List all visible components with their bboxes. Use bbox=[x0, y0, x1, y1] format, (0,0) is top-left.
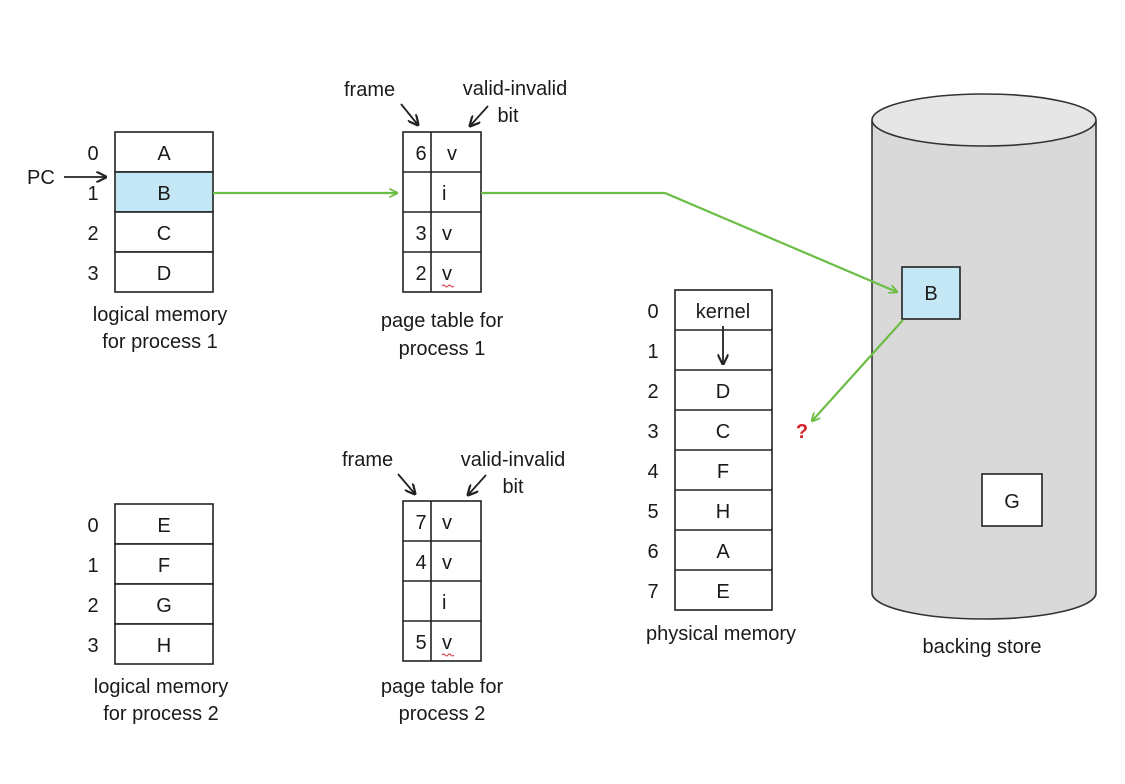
cylinder-body bbox=[871, 120, 1097, 620]
page-table-caption: process 2 bbox=[399, 703, 486, 725]
backing-page-g bbox=[981, 473, 1043, 527]
valid-bit: v bbox=[442, 223, 452, 245]
valid-invalid-header: valid-invalid bbox=[461, 449, 566, 471]
frame-index: 1 bbox=[647, 341, 658, 363]
frame-index: 2 bbox=[647, 381, 658, 403]
valid-bit: i bbox=[442, 592, 446, 614]
logical-memory-caption: for process 1 bbox=[102, 331, 218, 353]
frame-number: 4 bbox=[415, 552, 426, 574]
logical-page-label: H bbox=[157, 635, 171, 657]
valid-bit: v bbox=[447, 143, 457, 165]
frame-header-arrow bbox=[400, 103, 418, 125]
frame-header: frame bbox=[344, 79, 395, 101]
logical-page-cell bbox=[114, 503, 214, 545]
frame-number: 3 bbox=[415, 223, 426, 245]
page-table-caption: page table for bbox=[381, 310, 504, 332]
pc-label: PC bbox=[27, 167, 55, 189]
physical-memory-caption: physical memory bbox=[646, 623, 796, 645]
logical-page-label: B bbox=[157, 183, 170, 205]
frame-index: 5 bbox=[647, 501, 658, 523]
frame-content: H bbox=[716, 501, 730, 523]
valid-bit: v bbox=[442, 263, 452, 285]
frame-content: C bbox=[716, 421, 730, 443]
page-table-process-2: 7 4 5 v v i v frame valid-invalid bit pa… bbox=[342, 449, 565, 725]
cylinder-top bbox=[871, 93, 1097, 147]
valid-bit-header-arrow bbox=[468, 474, 487, 495]
logical-memory-process-1: A B C D 0 1 2 3 PC logical memory for pr… bbox=[27, 131, 227, 353]
valid-invalid-header: bit bbox=[497, 105, 519, 127]
page-index: 0 bbox=[87, 143, 98, 165]
logical-page-label: G bbox=[156, 595, 172, 617]
logical-memory-caption: logical memory bbox=[93, 304, 227, 326]
frame-number: 6 bbox=[415, 143, 426, 165]
page-index: 2 bbox=[87, 223, 98, 245]
frame-header-arrow bbox=[397, 473, 415, 494]
frame-index: 4 bbox=[647, 461, 658, 483]
frame-index: 0 bbox=[647, 301, 658, 323]
no-free-frame-question-mark: ? bbox=[796, 421, 808, 443]
frame-header: frame bbox=[342, 449, 393, 471]
logical-memory-caption: logical memory bbox=[94, 676, 228, 698]
backing-store-caption: backing store bbox=[923, 636, 1042, 658]
frame-content: D bbox=[716, 381, 730, 403]
page-index: 0 bbox=[87, 515, 98, 537]
valid-bit: v bbox=[442, 512, 452, 534]
frame-index: 6 bbox=[647, 541, 658, 563]
page-table-caption: page table for bbox=[381, 676, 504, 698]
page-table-process-1: 6 3 2 v i v v frame valid-invalid bit pa… bbox=[344, 78, 567, 360]
logical-memory-caption: for process 2 bbox=[103, 703, 219, 725]
frame-index: 3 bbox=[647, 421, 658, 443]
frame-index: 7 bbox=[647, 581, 658, 603]
page-index: 1 bbox=[87, 555, 98, 577]
logical-page-label: A bbox=[157, 143, 171, 165]
page-index: 3 bbox=[87, 635, 98, 657]
page-index: 2 bbox=[87, 595, 98, 617]
page-index: 1 bbox=[87, 183, 98, 205]
page-table-caption: process 1 bbox=[399, 338, 486, 360]
logical-page-label: D bbox=[157, 263, 171, 285]
valid-bit: i bbox=[442, 183, 446, 205]
spellcheck-squiggle bbox=[441, 284, 455, 288]
backing-page-b bbox=[901, 266, 961, 320]
backing-page-g-label: G bbox=[1004, 491, 1020, 513]
logical-page-label: C bbox=[157, 223, 171, 245]
valid-invalid-header: valid-invalid bbox=[463, 78, 568, 100]
spellcheck-squiggle bbox=[441, 653, 455, 657]
valid-bit: v bbox=[442, 552, 452, 574]
logical-page-label: E bbox=[157, 515, 170, 537]
backing-page-b-label: B bbox=[924, 283, 937, 305]
backing-store-to-memory-arrow bbox=[812, 319, 904, 421]
logical-page-cell bbox=[114, 583, 214, 625]
frame-number: 7 bbox=[415, 512, 426, 534]
page-index: 3 bbox=[87, 263, 98, 285]
logical-memory-process-2: E F G H 0 1 2 3 logical memory for proce… bbox=[87, 503, 228, 725]
frame-number: 2 bbox=[415, 263, 426, 285]
valid-bit: v bbox=[442, 632, 452, 654]
logical-page-cell bbox=[114, 623, 214, 665]
logical-page-label: F bbox=[158, 555, 170, 577]
logical-page-cell bbox=[114, 251, 214, 293]
invalid-entry-to-backing-store-arrow bbox=[481, 191, 897, 292]
backing-store: B G backing store bbox=[871, 93, 1097, 658]
valid-bit-header-arrow bbox=[470, 105, 489, 126]
valid-invalid-header: bit bbox=[502, 476, 524, 498]
physical-memory: kernel D C F H A E 0 1 2 3 4 5 6 7 physi… bbox=[646, 289, 808, 645]
frame-content: E bbox=[716, 581, 729, 603]
frame-content: A bbox=[716, 541, 730, 563]
frame-number: 5 bbox=[415, 632, 426, 654]
frame-content: F bbox=[717, 461, 729, 483]
frame-content: kernel bbox=[696, 301, 750, 323]
